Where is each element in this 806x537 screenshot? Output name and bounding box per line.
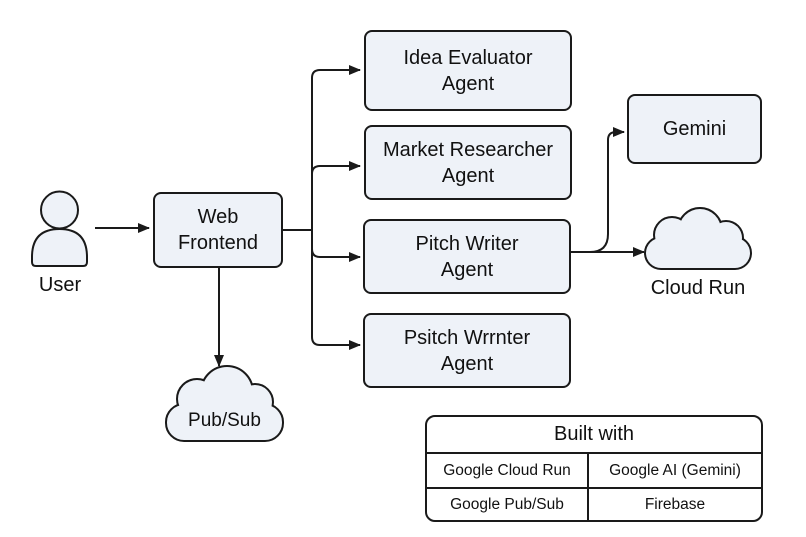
node-label: Agent — [440, 352, 494, 375]
node-label: Market Researcher — [382, 138, 554, 161]
node-gemini: Gemini — [627, 94, 762, 164]
built-with-title: Built with — [427, 417, 761, 454]
cloud-run-icon — [644, 207, 752, 270]
node-label: Agent — [440, 258, 494, 281]
node-label: Agent — [441, 164, 495, 187]
node-label: Agent — [441, 72, 495, 95]
node-psitch-wrrnter-agent: Psitch Wrrnter Agent — [363, 313, 571, 388]
node-label: Frontend — [177, 232, 259, 254]
arrow-pitch-writer-to-gemini — [589, 127, 625, 253]
node-label: Gemini — [662, 118, 727, 140]
user-icon — [31, 190, 88, 267]
pub-sub-icon — [165, 365, 284, 442]
node-label: Psitch Wrrnter — [403, 326, 531, 349]
built-with-cell-google-pub-sub: Google Pub/Sub — [427, 487, 587, 520]
built-with-table: Built with Google Cloud Run Google AI (G… — [425, 415, 763, 522]
arrow-trunk-to-psitch-wrrnter — [311, 230, 361, 350]
node-label: Idea Evaluator — [403, 46, 533, 69]
built-with-cell-google-cloud-run: Google Cloud Run — [443, 461, 571, 479]
built-with-cell-firebase: Firebase — [587, 487, 761, 520]
user-label: User — [38, 274, 82, 296]
node-market-researcher-agent: Market Researcher Agent — [364, 125, 572, 200]
built-with-cell-google-ai-gemini: Google AI (Gemini) — [587, 454, 761, 487]
node-web-frontend: Web Frontend — [153, 192, 283, 268]
node-idea-evaluator-agent: Idea Evaluator Agent — [364, 30, 572, 111]
arrow-trunk-to-pitch-writer — [311, 230, 361, 262]
pub-sub-label: Pub/Sub — [188, 410, 261, 431]
node-pitch-writer-agent: Pitch Writer Agent — [363, 219, 571, 294]
arrow-trunk-to-market-researcher — [311, 161, 361, 230]
node-label: Web — [197, 206, 239, 228]
node-label: Pitch Writer — [415, 232, 519, 255]
arrow-trunk-to-idea-evaluator — [311, 65, 361, 230]
cloud-run-label: Cloud Run — [650, 277, 746, 299]
